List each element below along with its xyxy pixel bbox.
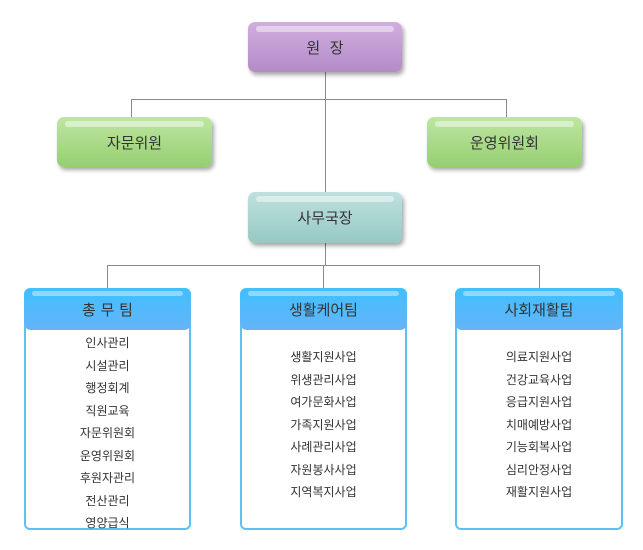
connector <box>325 72 326 192</box>
team-social-rehab: 사회재활팀 의료지원사업 건강교육사업 응급지원사업 치매예방사업 기능회복사업… <box>455 288 623 530</box>
list-item: 행정회계 <box>85 381 130 395</box>
secretary-label: 사무국장 <box>297 209 353 227</box>
connector <box>325 243 326 265</box>
director-label: 원 장 <box>306 38 344 57</box>
list-item: 영양급식 <box>85 516 130 530</box>
team-title: 총 무 팀 <box>82 300 133 319</box>
team-title: 사회재활팀 <box>504 300 574 319</box>
team-general-affairs: 총 무 팀 인사관리 시설관리 행정회계 직원교육 자문위원회 운영위원회 후원… <box>24 288 191 530</box>
list-item: 직원교육 <box>85 403 130 418</box>
list-item: 의료지원사업 <box>505 350 573 364</box>
list-item: 응급지원사업 <box>505 395 573 409</box>
advisors-node: 자문위원 <box>57 117 212 167</box>
list-item: 운영위원회 <box>79 448 136 463</box>
list-item: 가족지원사업 <box>290 417 357 432</box>
committee-label: 운영위원회 <box>469 133 539 152</box>
secretary-node: 사무국장 <box>248 192 402 243</box>
connector <box>131 99 132 117</box>
team-header: 총 무 팀 <box>24 288 191 330</box>
list-item: 재활지원사업 <box>505 485 573 499</box>
list-item: 지역복지사업 <box>290 485 357 499</box>
advisors-label: 자문위원 <box>106 133 163 152</box>
list-item: 시설관리 <box>85 358 130 373</box>
list-item: 기능회복사업 <box>505 440 573 454</box>
list-item: 자문위원회 <box>79 426 136 440</box>
list-item: 사례관리사업 <box>290 440 357 454</box>
list-item: 자원봉사사업 <box>290 462 357 477</box>
list-item: 심리안정사업 <box>505 462 573 477</box>
connector <box>323 265 324 288</box>
connector <box>506 99 507 117</box>
connector <box>107 265 108 288</box>
list-item: 치매예방사업 <box>505 417 573 432</box>
list-item: 위생관리사업 <box>290 372 357 387</box>
list-item: 인사관리 <box>85 336 130 350</box>
list-item: 생활지원사업 <box>290 350 357 364</box>
team-header: 사회재활팀 <box>455 288 623 330</box>
team-header: 생활케어팀 <box>240 288 407 330</box>
list-item: 건강교육사업 <box>505 372 573 387</box>
connector <box>131 99 507 100</box>
connector <box>539 265 540 288</box>
list-item: 후원자관리 <box>79 471 136 485</box>
team-life-care: 생활케어팀 생활지원사업 위생관리사업 여가문화사업 가족지원사업 사례관리사업… <box>240 288 407 530</box>
director-node: 원 장 <box>248 22 402 72</box>
committee-node: 운영위원회 <box>427 117 582 167</box>
list-item: 전산관리 <box>85 493 130 508</box>
team-title: 생활케어팀 <box>288 300 358 319</box>
list-item: 여가문화사업 <box>290 395 357 409</box>
